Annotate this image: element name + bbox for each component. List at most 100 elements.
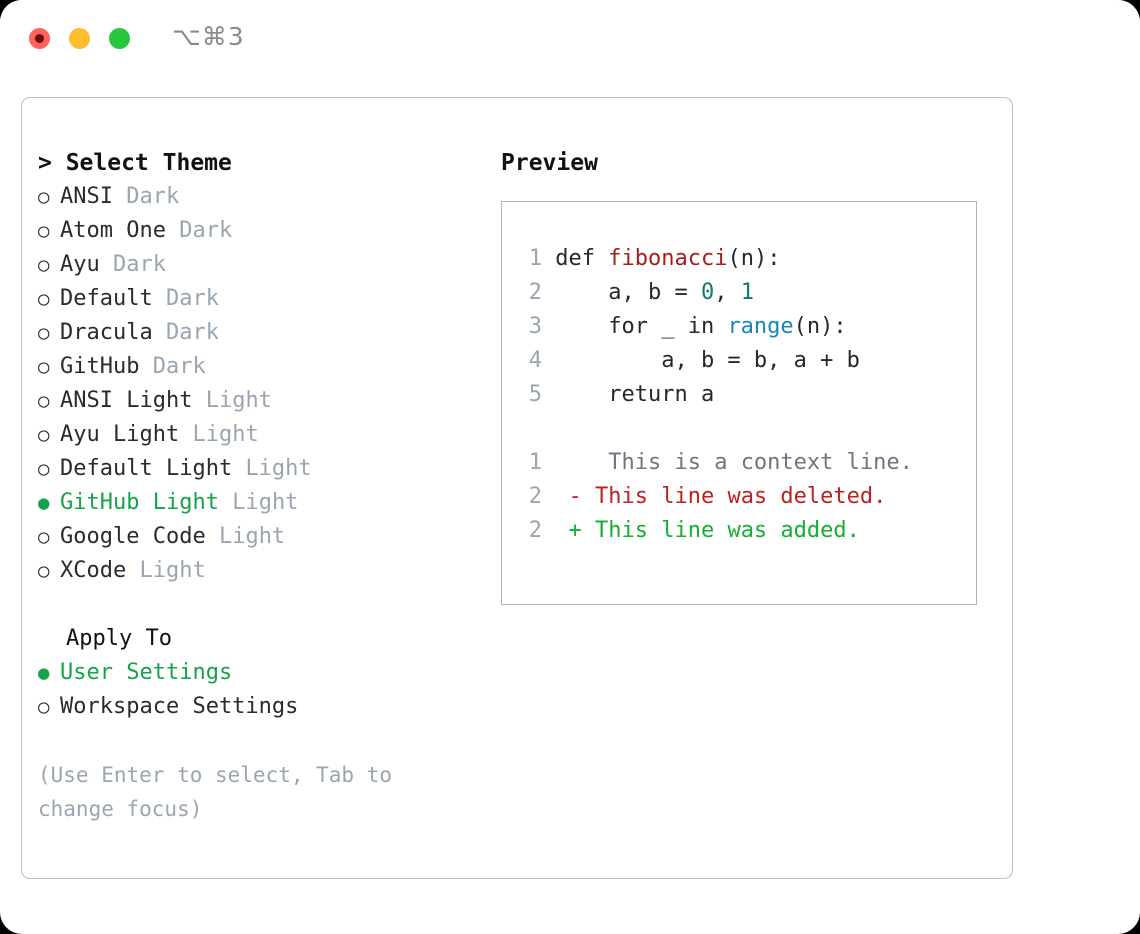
theme-option[interactable]: ○ GitHub Dark xyxy=(38,350,478,384)
theme-option-name: GitHub Light xyxy=(60,490,219,515)
theme-option-name: Ayu xyxy=(60,252,100,277)
theme-option-name: Default Light xyxy=(60,456,233,481)
theme-option[interactable]: ○ ANSI Dark xyxy=(38,180,478,214)
main-panel: > Select Theme ○ANSI Dark○Atom One Dark○… xyxy=(21,97,1013,879)
theme-option-tag: Light xyxy=(192,422,259,447)
theme-option-name: XCode xyxy=(60,558,127,583)
theme-option-name: Google Code xyxy=(60,524,206,549)
radio-unselected-icon: ○ xyxy=(38,560,50,582)
radio-selected-icon: ● xyxy=(38,492,50,514)
code-line: 1 def fibonacci(n): xyxy=(514,242,913,276)
diff-line: 2 - This line was deleted. xyxy=(514,480,913,514)
theme-option-name: Default xyxy=(60,286,153,311)
code-token: a, b = xyxy=(542,280,701,305)
code-token: , xyxy=(714,280,741,305)
theme-option-tag: Light xyxy=(218,524,286,549)
radio-unselected-icon: ○ xyxy=(38,390,50,412)
radio-unselected-icon: ○ xyxy=(38,186,50,208)
radio-unselected-icon: ○ xyxy=(38,254,50,276)
theme-option-tag: Dark xyxy=(126,184,180,209)
theme-option[interactable]: ● GitHub Light Light xyxy=(38,486,478,520)
theme-option-name: Dracula xyxy=(60,320,153,345)
code-line-number: 4 xyxy=(528,348,542,373)
keyboard-shortcut-label: ⌥⌘3 xyxy=(172,22,245,51)
code-line: 4 a, b = b, a + b xyxy=(514,344,913,378)
apply-to-option[interactable]: ● User Settings xyxy=(38,656,478,690)
code-token: 0 xyxy=(700,280,715,305)
code-line-number: 1 xyxy=(528,246,542,271)
diff-line-number: 1 xyxy=(528,450,542,475)
radio-unselected-icon: ○ xyxy=(38,696,50,718)
code-token: a, b = b, a + b xyxy=(542,348,860,373)
theme-option[interactable]: ○ Atom One Dark xyxy=(38,214,478,248)
diff-marker: + xyxy=(542,518,582,543)
theme-option-tag: Light xyxy=(245,456,312,481)
theme-option[interactable]: ○ Dracula Dark xyxy=(38,316,478,350)
code-token: (n): xyxy=(727,246,781,271)
diff-marker xyxy=(542,450,582,475)
theme-picker-column: > Select Theme ○ANSI Dark○Atom One Dark○… xyxy=(38,146,478,826)
theme-option-tag: Dark xyxy=(113,252,166,277)
code-line: 3 for _ in range(n): xyxy=(514,310,913,344)
theme-list[interactable]: ○ANSI Dark○Atom One Dark○Ayu Dark○Defaul… xyxy=(38,180,478,588)
apply-to-list[interactable]: ● User Settings ○ Workspace Settings xyxy=(38,656,478,724)
code-token: 1 xyxy=(740,280,754,305)
theme-option-tag: Dark xyxy=(152,354,206,379)
preview-title: Preview xyxy=(501,150,598,176)
theme-option-tag: Light xyxy=(232,490,299,515)
theme-option-name: ANSI xyxy=(60,184,113,209)
theme-option-name: GitHub xyxy=(60,354,140,379)
code-line-number: 2 xyxy=(528,280,542,305)
radio-unselected-icon: ○ xyxy=(38,356,50,378)
theme-option[interactable]: ○ Google Code Light xyxy=(38,520,478,554)
diff-line: 2 + This line was added. xyxy=(514,514,913,548)
diff-line: 1 This is a context line. xyxy=(514,446,913,480)
close-button[interactable] xyxy=(29,28,50,49)
theme-option[interactable]: ○ANSI Light Light xyxy=(38,384,478,418)
code-token: def xyxy=(542,246,609,271)
recording-indicator-icon xyxy=(35,34,44,43)
radio-unselected-icon: ○ xyxy=(38,424,50,446)
code-token: return a xyxy=(542,382,715,407)
code-line-number: 3 xyxy=(528,314,542,339)
preview-column: Preview 1 def fibonacci(n):2 a, b = 0, 1… xyxy=(501,146,991,605)
diff-text: This line was deleted. xyxy=(581,484,887,509)
code-line: 2 a, b = 0, 1 xyxy=(514,276,913,310)
apply-to-option[interactable]: ○ Workspace Settings xyxy=(38,690,478,724)
list-spacer xyxy=(38,588,478,622)
apply-to-option-name: Workspace Settings xyxy=(60,694,299,719)
theme-option[interactable]: ○ Ayu Dark xyxy=(38,248,478,282)
code-token: for _ in xyxy=(542,314,728,339)
theme-option[interactable]: ○Default Light Light xyxy=(38,452,478,486)
theme-option-tag: Light xyxy=(139,558,206,583)
diff-line-number: 2 xyxy=(528,484,542,509)
radio-unselected-icon: ○ xyxy=(38,220,50,242)
code-token: range xyxy=(727,314,794,339)
zoom-button[interactable] xyxy=(109,28,130,49)
radio-unselected-icon: ○ xyxy=(38,526,50,548)
theme-option-name: Atom One xyxy=(60,218,166,243)
apply-to-option-name: User Settings xyxy=(60,660,233,685)
diff-text: This is a context line. xyxy=(581,450,913,475)
theme-option[interactable]: ○Default Dark xyxy=(38,282,478,316)
theme-option-tag: Dark xyxy=(165,320,219,345)
minimize-button[interactable] xyxy=(69,28,90,49)
keyboard-hint: (Use Enter to select, Tab to change focu… xyxy=(38,763,405,821)
radio-unselected-icon: ○ xyxy=(38,322,50,344)
code-gap xyxy=(514,412,913,446)
code-token: (n): xyxy=(793,314,847,339)
radio-selected-icon: ● xyxy=(38,662,50,684)
title-bar: ⌥⌘3 xyxy=(0,0,1140,78)
theme-option-tag: Dark xyxy=(179,218,233,243)
theme-option[interactable]: ○ Ayu Light Light xyxy=(38,418,478,452)
theme-option[interactable]: ○ XCode Light xyxy=(38,554,478,588)
apply-to-heading: Apply To xyxy=(66,626,172,651)
code-line: 5 return a xyxy=(514,378,913,412)
theme-option-name: ANSI Light xyxy=(60,388,193,413)
diff-text: This line was added. xyxy=(581,518,860,543)
theme-option-name: Ayu Light xyxy=(60,422,180,447)
code-line-number: 5 xyxy=(528,382,542,407)
